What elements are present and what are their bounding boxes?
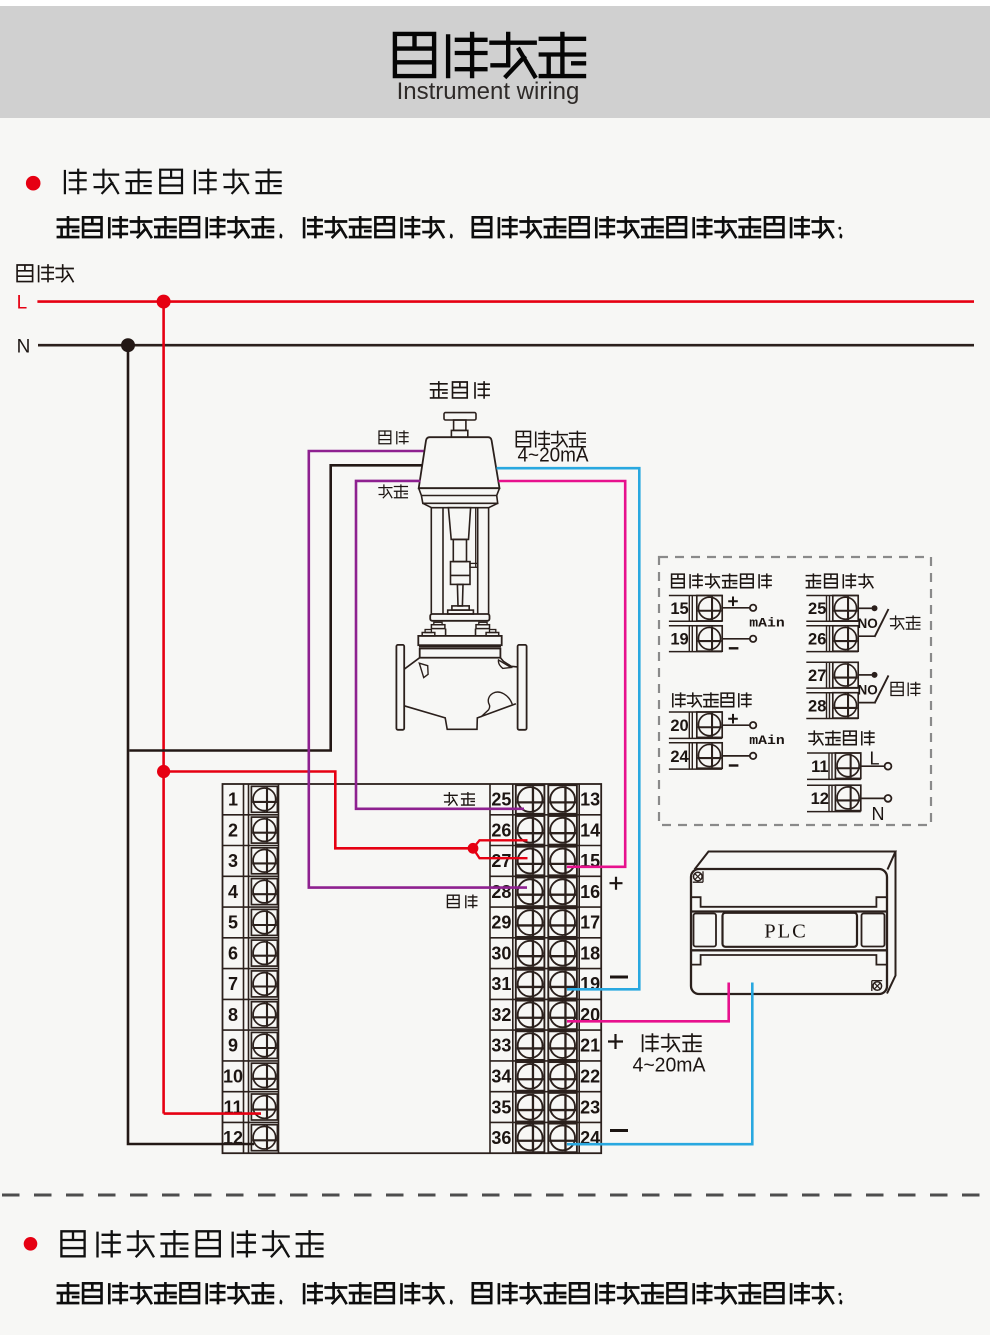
svg-text:30: 30 — [491, 943, 511, 963]
svg-text:11: 11 — [811, 758, 828, 776]
svg-text:19: 19 — [580, 974, 600, 994]
svg-text:25: 25 — [491, 790, 511, 810]
svg-text:2: 2 — [228, 820, 238, 840]
svg-text:6: 6 — [228, 943, 238, 963]
svg-text:7: 7 — [228, 974, 238, 994]
svg-text:4~20mA: 4~20mA — [633, 1055, 707, 1077]
svg-text:N: N — [872, 804, 885, 824]
svg-text:24: 24 — [670, 748, 689, 766]
svg-text:26: 26 — [491, 820, 511, 840]
svg-text:12: 12 — [811, 790, 829, 808]
svg-text:35: 35 — [491, 1097, 511, 1117]
svg-text:32: 32 — [491, 1005, 511, 1025]
svg-text:18: 18 — [580, 943, 600, 963]
svg-text:15: 15 — [670, 600, 688, 618]
svg-text:8: 8 — [228, 1005, 238, 1025]
svg-text:19: 19 — [670, 631, 688, 649]
svg-text:23: 23 — [580, 1097, 600, 1117]
svg-text:26: 26 — [808, 631, 826, 649]
svg-text:25: 25 — [808, 600, 826, 618]
svg-text:17: 17 — [580, 913, 600, 933]
svg-text:20: 20 — [670, 717, 688, 735]
svg-text:PLC: PLC — [764, 921, 808, 943]
svg-text:4~20mA: 4~20mA — [518, 444, 589, 467]
svg-text:Instrument wiring: Instrument wiring — [397, 78, 580, 105]
svg-text:1: 1 — [228, 790, 238, 810]
svg-text:31: 31 — [491, 974, 511, 994]
svg-text:27: 27 — [491, 851, 511, 871]
svg-text:28: 28 — [491, 882, 511, 902]
svg-text:22: 22 — [580, 1067, 600, 1087]
svg-text:NO: NO — [858, 683, 878, 698]
svg-text:L: L — [870, 748, 880, 768]
svg-text:13: 13 — [580, 790, 600, 810]
svg-text:9: 9 — [228, 1036, 238, 1056]
svg-text:14: 14 — [580, 820, 600, 840]
svg-text:16: 16 — [580, 882, 600, 902]
svg-text:3: 3 — [228, 851, 238, 871]
svg-text:28: 28 — [808, 697, 826, 715]
svg-text:N: N — [17, 337, 31, 358]
svg-text:L: L — [17, 293, 28, 314]
svg-text:mAin: mAin — [749, 617, 784, 631]
svg-text:33: 33 — [491, 1036, 511, 1056]
svg-text:10: 10 — [223, 1067, 243, 1087]
svg-text:21: 21 — [580, 1036, 600, 1056]
svg-text:34: 34 — [491, 1067, 511, 1087]
svg-text:4: 4 — [228, 882, 238, 902]
svg-text:5: 5 — [228, 913, 238, 933]
svg-text:36: 36 — [491, 1128, 511, 1148]
svg-text:NO: NO — [858, 616, 878, 631]
svg-text:mAin: mAin — [749, 734, 784, 748]
svg-text:29: 29 — [491, 913, 511, 933]
svg-text:27: 27 — [808, 667, 826, 685]
